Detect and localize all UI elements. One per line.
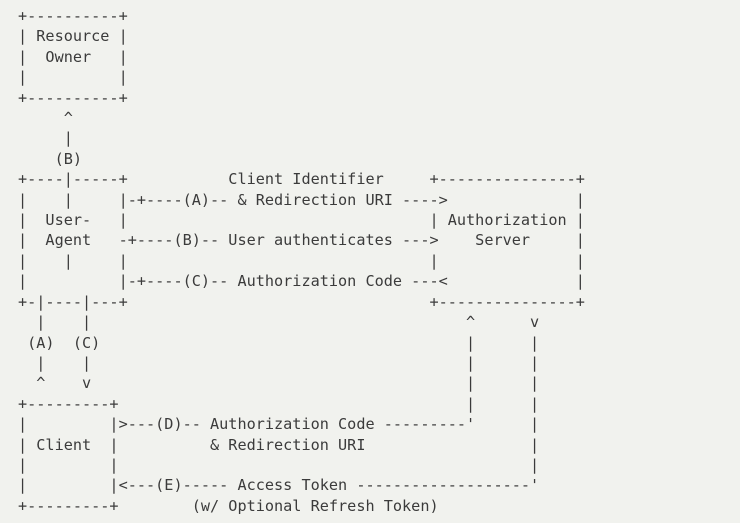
oauth-authorization-code-flow-diagram: +----------+ | Resource | | Owner | | | … bbox=[18, 7, 585, 515]
